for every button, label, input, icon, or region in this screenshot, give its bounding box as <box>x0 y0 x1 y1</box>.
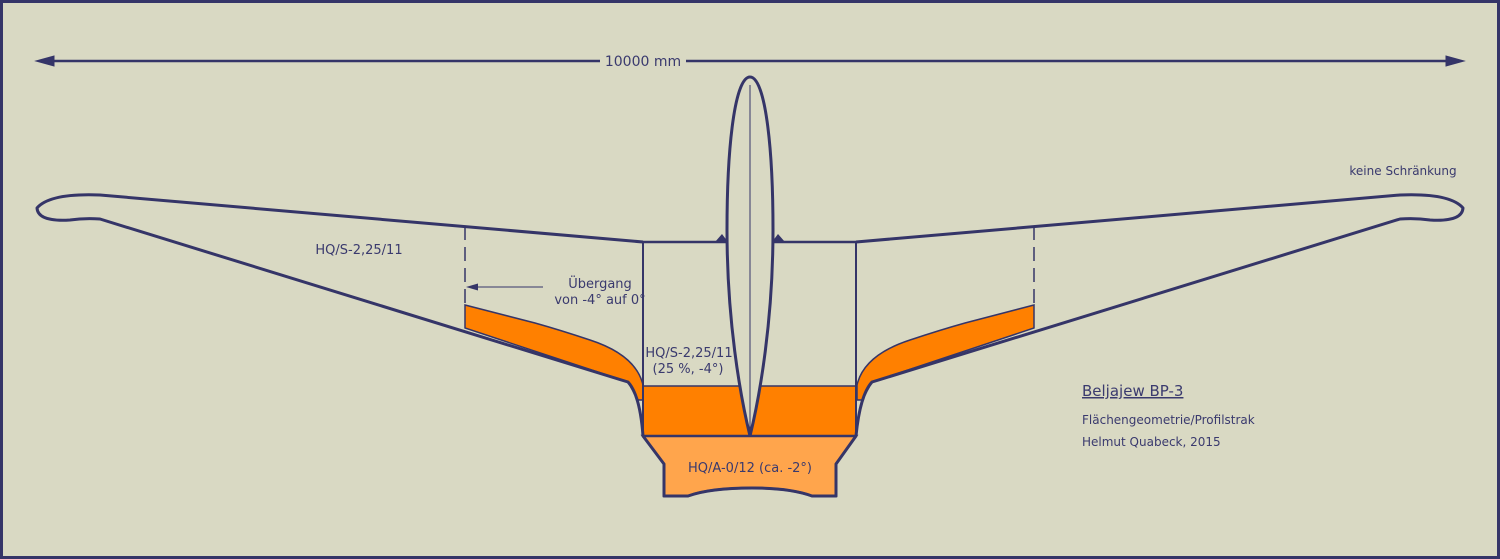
dimension-label-bg <box>600 52 686 70</box>
inner-profile-label-line2: (25 %, -4°) <box>653 362 724 377</box>
inner-profile-label-line1: HQ/S-2,25/11 <box>645 346 732 361</box>
right-arrow-icon <box>1445 55 1466 67</box>
title-block-author: Helmut Quabeck, 2015 <box>1082 435 1221 449</box>
fuselage-fairing-left <box>715 234 728 242</box>
left-arrow-icon <box>34 55 55 67</box>
title-block-subtitle: Flächengeometrie/Profilstrak <box>1082 413 1255 427</box>
root-profile-label: HQ/A-0/12 (ca. -2°) <box>688 461 812 476</box>
span-dimension <box>34 55 1466 67</box>
transition-arrow-icon <box>466 283 478 291</box>
dimension-label: 10000 mm <box>605 54 681 70</box>
fuselage-fairing-right <box>772 234 785 242</box>
outer-profile-label: HQ/S-2,25/11 <box>315 243 402 258</box>
title-block-title: Beljajew BP-3 <box>1082 382 1183 400</box>
no-washout-label: keine Schränkung <box>1349 164 1456 178</box>
transition-label-line2: von -4° auf 0° <box>554 293 645 308</box>
transition-label-line1: Übergang <box>568 275 632 292</box>
wing-outline <box>35 193 1465 498</box>
